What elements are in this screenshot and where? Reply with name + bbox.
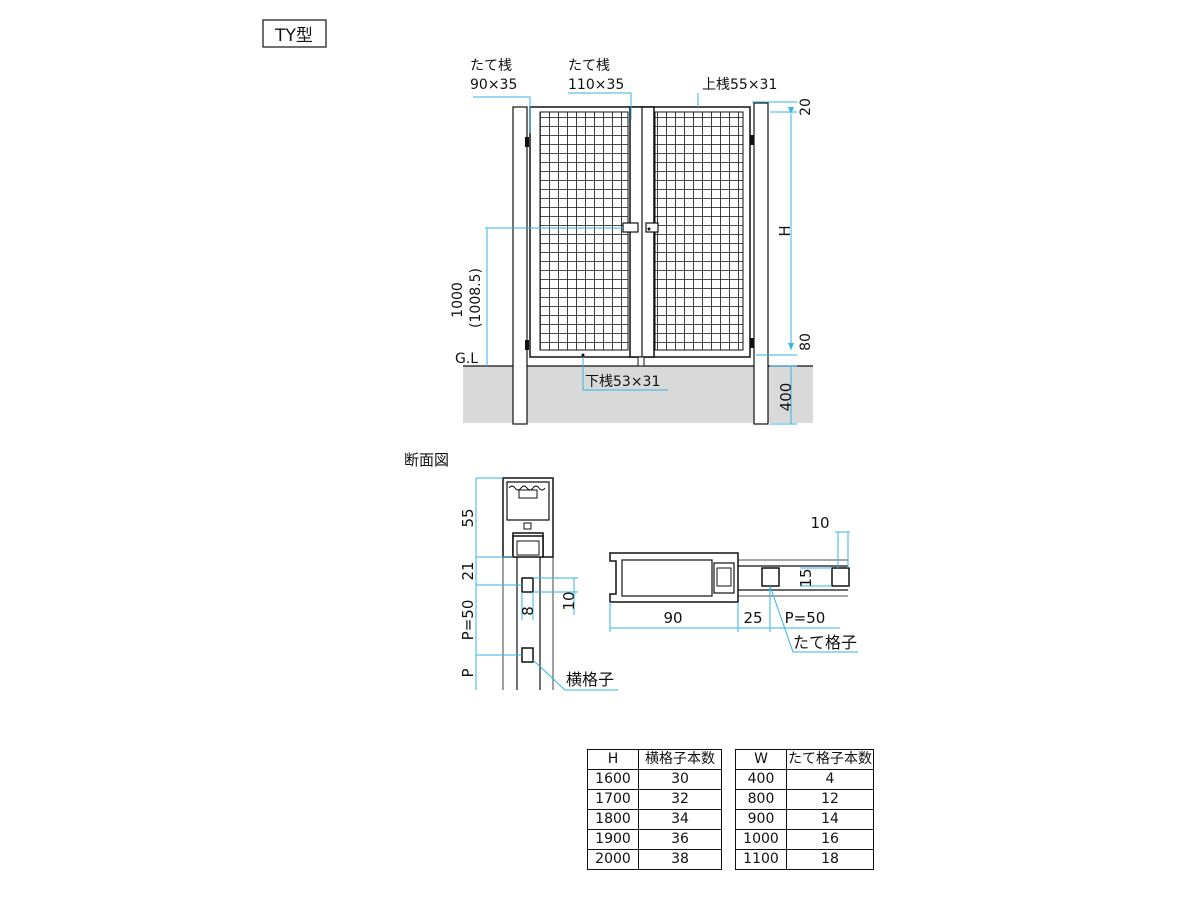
vertical-bar-2 (831, 567, 850, 587)
dim-p50-horizontal: P=50 (785, 609, 826, 627)
dim-p: P (459, 668, 477, 677)
dim-25: 25 (743, 609, 762, 627)
bottom-rail-label: 下桟53×31 (585, 374, 660, 390)
cell: 36 (638, 829, 722, 850)
cell: 900 (735, 809, 787, 830)
cell: 2000 (587, 849, 639, 870)
cell: 4 (786, 769, 874, 790)
table-header-row: W たて格子本数 (735, 749, 874, 770)
dim-10-top: 10 (810, 514, 829, 532)
header-h: H (587, 749, 639, 770)
dim-handle-2: (1008.5) (468, 268, 484, 328)
cell: 1000 (735, 829, 787, 850)
dim-55: 55 (459, 508, 477, 527)
title-box: TY型 (262, 19, 327, 48)
header-vertical-count: たて格子本数 (786, 749, 874, 770)
center-post-label-2: 110×35 (568, 77, 624, 93)
header-w: W (735, 749, 787, 770)
cell: 14 (786, 809, 874, 830)
dim-bottom: 80 (798, 333, 814, 351)
dim-handle-1: 1000 (450, 282, 466, 318)
front-elevation: たて桟 90×35 たて桟 110×35 上桟55×31 下桟53×31 G.L… (450, 58, 814, 425)
cell: 12 (786, 789, 874, 810)
cell: 1100 (735, 849, 787, 870)
horizontal-section: 90 25 P=50 10 15 たて格子 (609, 514, 858, 653)
center-post-label-1: たて桟 (568, 58, 610, 74)
cell: 16 (786, 829, 874, 850)
left-leaf-mesh (539, 111, 629, 351)
right-post (753, 102, 769, 425)
dim-90: 90 (663, 609, 682, 627)
label-vertical-bar: たて格子 (793, 633, 857, 652)
title: TY型 (274, 26, 313, 46)
gl-label: G.L (455, 351, 478, 367)
cell: 18 (786, 849, 874, 870)
cell: 30 (638, 769, 722, 790)
cell: 38 (638, 849, 722, 870)
dim-21: 21 (459, 561, 477, 580)
dim-15: 15 (797, 568, 815, 587)
dim-embed: 400 (777, 383, 795, 412)
dim-p50-vertical: P=50 (459, 600, 477, 641)
header-horizontal-count: 横格子本数 (638, 749, 722, 770)
cell: 400 (735, 769, 787, 790)
cell: 1800 (587, 809, 639, 830)
horizontal-bar-2 (521, 647, 534, 663)
cell: 32 (638, 789, 722, 810)
cell: 34 (638, 809, 722, 830)
cell: 800 (735, 789, 787, 810)
dim-10-left: 10 (560, 591, 578, 610)
left-post-label-1: たて桟 (470, 58, 512, 74)
dim-top: 20 (798, 98, 814, 116)
cell: 1700 (587, 789, 639, 810)
table-header-row: H 横格子本数 (587, 749, 722, 770)
right-leaf-mesh (654, 111, 744, 351)
left-post-label-2: 90×35 (470, 77, 517, 93)
horizontal-bar-1 (521, 577, 534, 593)
left-post (512, 106, 528, 425)
label-horizontal-bar: 横格子 (566, 670, 614, 689)
top-rail-label: 上桟55×31 (702, 77, 777, 93)
vertical-section: 55 21 P=50 P 8 10 横格子 (459, 477, 618, 691)
dim-height: H (776, 225, 794, 236)
handle (622, 222, 639, 233)
cell: 1900 (587, 829, 639, 850)
cell: 1600 (587, 769, 639, 790)
section-heading: 断面図 (404, 451, 449, 469)
vertical-bar-1 (761, 567, 780, 587)
dim-8: 8 (519, 606, 537, 616)
